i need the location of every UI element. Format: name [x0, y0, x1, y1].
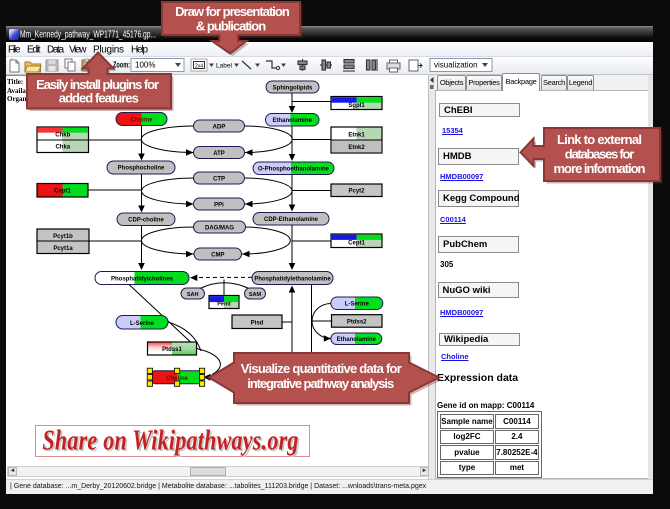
svg-text:SAH: SAH	[187, 292, 199, 298]
svg-text:visualization: visualization	[434, 61, 478, 70]
svg-text:Ethanolamine: Ethanolamine	[337, 337, 377, 343]
svg-text:Pcyt1a: Pcyt1a	[53, 246, 73, 252]
svg-text:Phosphatidylethanolamine: Phosphatidylethanolamine	[254, 276, 331, 282]
svg-text:Plugins: Plugins	[93, 45, 124, 56]
svg-text:SAM: SAM	[249, 292, 262, 298]
svg-text:File: File	[8, 45, 21, 56]
svg-text:added features: added features	[59, 91, 139, 106]
svg-text:Chka: Chka	[55, 145, 70, 151]
svg-text:Etnk2: Etnk2	[348, 145, 365, 151]
svg-text:Choline: Choline	[131, 117, 154, 123]
svg-text:Phosphatidylcholines: Phosphatidylcholines	[111, 276, 174, 282]
svg-text:Phosphocholine: Phosphocholine	[118, 166, 165, 172]
svg-text:Pisd: Pisd	[251, 320, 264, 326]
svg-text:& publication: & publication	[196, 18, 266, 33]
svg-text:2x4: 2x4	[195, 63, 203, 69]
svg-text:View: View	[69, 45, 87, 56]
svg-text:Ptdss1: Ptdss1	[162, 347, 182, 353]
svg-text:Sphingolipids: Sphingolipids	[273, 85, 313, 91]
svg-text:100%: 100%	[135, 61, 155, 70]
svg-text:L-Serine: L-Serine	[345, 302, 370, 308]
svg-text:Ptdss2: Ptdss2	[347, 320, 367, 326]
svg-text:databases for: databases for	[565, 147, 635, 162]
svg-text:ADP: ADP	[213, 124, 226, 130]
svg-text:DAG/MAG: DAG/MAG	[205, 225, 234, 231]
svg-text:Draw for presentation: Draw for presentation	[175, 4, 290, 19]
svg-text:Share on Wikipathways.org: Share on Wikipathways.org	[42, 424, 298, 457]
svg-text:O-Phosphoethanolamine: O-Phosphoethanolamine	[258, 167, 330, 173]
svg-text:Pcyt2: Pcyt2	[348, 189, 365, 195]
svg-text:PPi: PPi	[214, 202, 224, 208]
svg-text:Ethanolamine: Ethanolamine	[273, 118, 313, 124]
svg-text:Visualize quantitative data f: Visualize quantitative data for	[241, 361, 402, 376]
svg-text:ATP: ATP	[213, 151, 225, 157]
svg-text:Zoom:: Zoom:	[113, 61, 130, 70]
svg-text:more information: more information	[554, 161, 646, 176]
svg-text:CTP: CTP	[213, 176, 225, 182]
svg-text:CDP-choline: CDP-choline	[128, 218, 164, 224]
svg-text:Label: Label	[216, 63, 232, 70]
svg-text:Link to external: Link to external	[557, 132, 642, 147]
svg-text:Etnk1: Etnk1	[348, 133, 365, 139]
svg-text:Share on Wikipathways.org: Share on Wikipathways.org	[44, 425, 300, 458]
svg-text:Choline: Choline	[166, 376, 189, 382]
svg-text:Pcyt1b: Pcyt1b	[53, 234, 73, 240]
svg-text:L-Serine: L-Serine	[130, 321, 155, 327]
svg-text:Cept1: Cept1	[54, 189, 71, 195]
svg-text:Chkb: Chkb	[55, 133, 70, 139]
svg-text:Mm_Kennedy_pathway_WP1771_4517: Mm_Kennedy_pathway_WP1771_45176.gp...	[20, 30, 156, 41]
svg-text:Pemt: Pemt	[217, 302, 231, 308]
svg-text:Easily install plugins for: Easily install plugins for	[36, 77, 159, 92]
svg-text:CMP: CMP	[211, 252, 224, 258]
svg-text:Sgpl1: Sgpl1	[348, 103, 365, 109]
svg-text:Cept1: Cept1	[348, 241, 365, 247]
svg-text:Edit: Edit	[27, 45, 41, 56]
svg-text:integrative pathway analysis: integrative pathway analysis	[247, 376, 394, 391]
svg-text:Help: Help	[131, 45, 148, 56]
svg-text:Data: Data	[47, 45, 64, 56]
svg-text:CDP-Ethanolamine: CDP-Ethanolamine	[264, 217, 319, 223]
